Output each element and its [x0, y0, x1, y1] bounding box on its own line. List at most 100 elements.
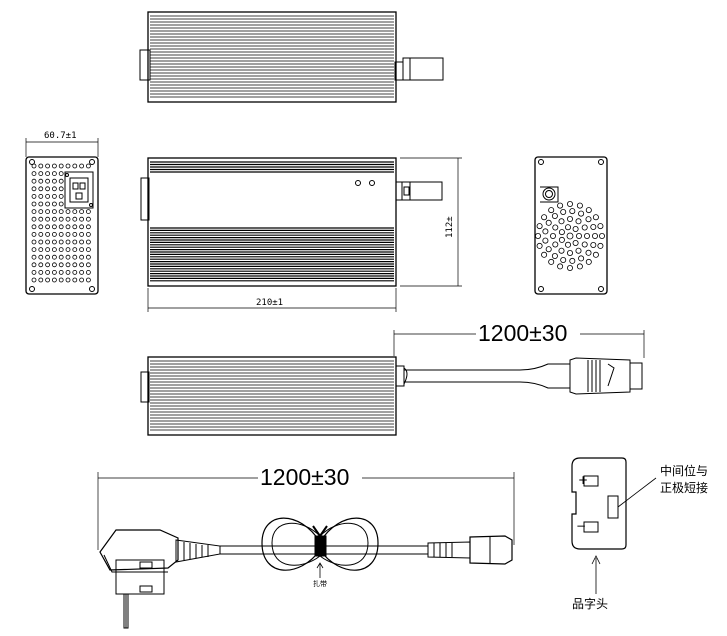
fan-hole	[576, 263, 583, 270]
vent-hole	[58, 216, 64, 222]
plus-pin-mark: +	[578, 473, 589, 487]
vent-hole	[79, 224, 84, 230]
vent-hole	[45, 178, 50, 184]
vent-hole	[58, 254, 64, 260]
vent-hole	[65, 254, 71, 260]
vent-hole	[31, 209, 37, 215]
vent-hole	[72, 216, 78, 222]
fan-hole	[567, 200, 574, 207]
vent-hole	[52, 269, 57, 275]
vent-hole	[31, 193, 37, 199]
fan-hole	[536, 242, 543, 249]
vent-hole	[86, 239, 91, 245]
fan-hole	[576, 202, 583, 209]
height-dimension-label: 112±	[445, 216, 455, 238]
center-pin-note-line2: 正极短接	[660, 481, 709, 495]
fan-hole	[567, 264, 574, 271]
fan-hole	[557, 263, 564, 270]
vent-hole	[79, 231, 84, 237]
vent-hole	[86, 231, 91, 237]
vent-hole	[38, 231, 44, 237]
fan-hole	[535, 232, 542, 239]
vent-hole	[45, 209, 50, 215]
fan-hole	[558, 236, 565, 243]
vent-hole	[31, 201, 37, 207]
cooling-fins-side	[150, 161, 394, 282]
vent-hole	[58, 262, 64, 268]
vent-hole	[38, 269, 44, 275]
vent-hole	[72, 231, 78, 237]
vent-hole	[45, 193, 50, 199]
vent-hole	[31, 186, 37, 192]
fan-hole	[558, 218, 565, 225]
vent-hole	[45, 224, 50, 230]
vent-hole	[31, 178, 37, 184]
fan-hole	[575, 247, 582, 254]
vent-hole	[45, 247, 50, 253]
fan-hole	[569, 208, 576, 215]
fan-hole	[597, 223, 604, 230]
minus-pin-mark: −	[576, 519, 587, 533]
vent-hole	[52, 277, 57, 283]
vent-hole	[65, 163, 71, 169]
vent-holes-left	[31, 163, 91, 283]
fan-hole	[551, 252, 558, 259]
vent-hole	[52, 186, 57, 192]
fan-hole	[542, 237, 549, 244]
vent-hole	[79, 239, 84, 245]
fan-hole	[548, 258, 555, 265]
vent-hole	[86, 262, 91, 268]
vent-hole	[38, 224, 44, 230]
vent-hole	[58, 277, 64, 283]
vent-hole	[52, 239, 57, 245]
cable-tie-label: 扎带	[313, 580, 327, 588]
cooling-fins-cable-view	[150, 360, 394, 431]
vent-hole	[58, 178, 64, 184]
vent-hole	[58, 209, 64, 215]
vent-hole	[45, 239, 50, 245]
fan-hole	[558, 247, 565, 254]
vent-hole	[45, 186, 50, 192]
fan-hole	[597, 242, 604, 249]
vent-hole	[58, 224, 64, 230]
vent-hole	[86, 254, 91, 260]
vent-hole	[38, 209, 44, 215]
fan-vent-holes	[535, 200, 606, 271]
fan-hole	[585, 207, 592, 214]
fan-hole	[569, 257, 576, 264]
vent-hole	[79, 254, 84, 260]
fan-hole	[584, 232, 591, 239]
vent-hole	[38, 239, 44, 245]
vent-hole	[38, 193, 44, 199]
vent-hole	[72, 163, 78, 169]
vent-hole	[38, 171, 44, 177]
vent-hole	[65, 247, 71, 253]
vent-hole	[38, 163, 44, 169]
vent-hole	[79, 216, 84, 222]
connector-face-detail	[571, 457, 657, 594]
length-dimension-label: 210±1	[256, 298, 284, 308]
vent-hole	[86, 216, 91, 222]
vent-hole	[58, 201, 64, 207]
vent-hole	[38, 186, 44, 192]
vent-hole	[58, 247, 64, 253]
vent-hole	[45, 163, 50, 169]
fan-hole	[585, 258, 592, 265]
vent-hole	[58, 239, 64, 245]
end-view-fan	[534, 156, 608, 295]
vent-hole	[31, 262, 37, 268]
fan-hole	[590, 241, 597, 248]
vent-hole	[79, 262, 84, 268]
fan-hole	[565, 241, 572, 248]
fan-hole	[541, 214, 548, 221]
vent-hole	[52, 216, 57, 222]
vent-hole	[45, 201, 50, 207]
fan-hole	[545, 246, 552, 253]
fan-hole	[567, 249, 574, 256]
vent-hole	[38, 247, 44, 253]
fan-hole	[592, 214, 599, 221]
vent-hole	[38, 262, 44, 268]
vent-hole	[38, 277, 44, 283]
vent-hole	[86, 247, 91, 253]
center-pin-note-line1: 中间位与	[660, 464, 709, 478]
